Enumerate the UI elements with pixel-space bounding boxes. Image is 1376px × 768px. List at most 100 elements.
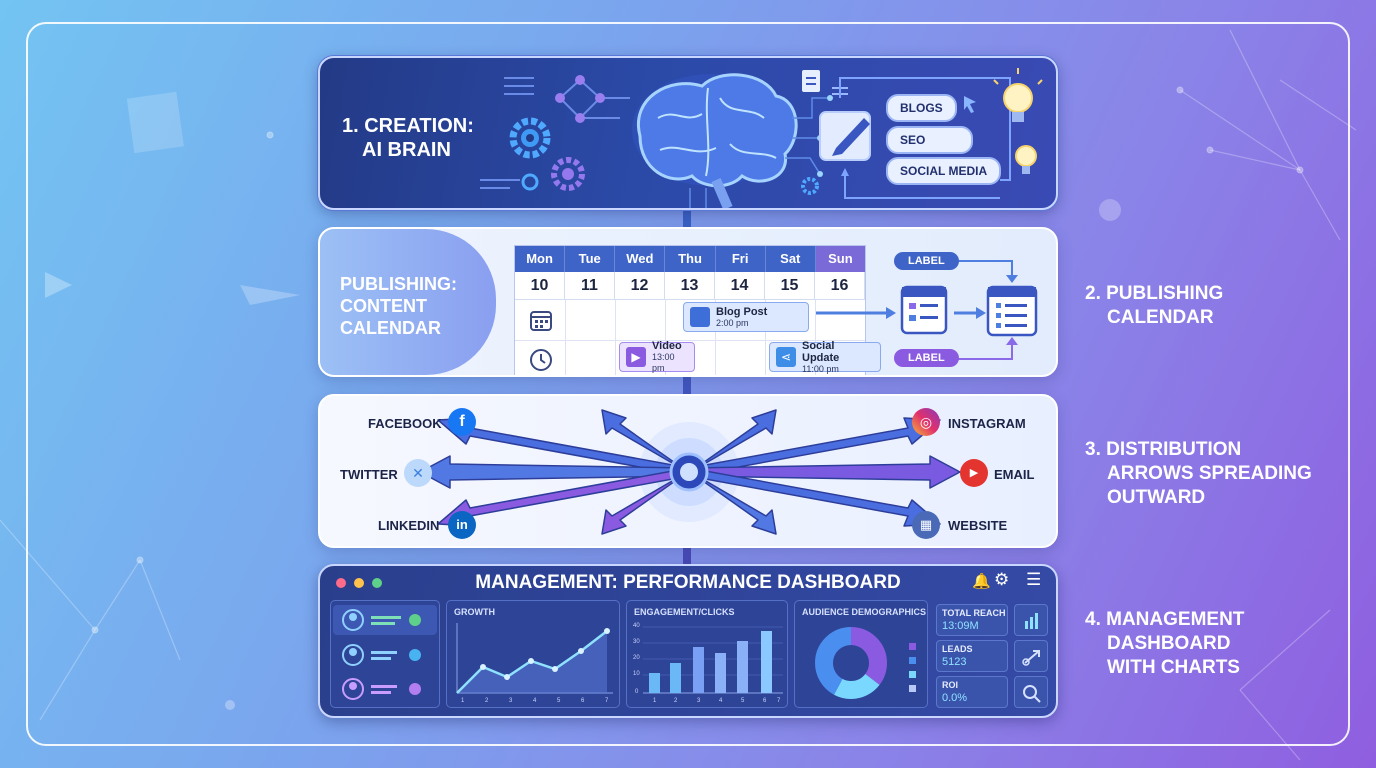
- growth-xtick: 5: [557, 698, 561, 704]
- gear-icon: [551, 157, 585, 191]
- bar-chart-tool-button[interactable]: [1014, 604, 1048, 636]
- user-list: [333, 605, 437, 700]
- linkedin-icon: in: [448, 511, 476, 539]
- weekday-mon: Mon: [515, 246, 566, 272]
- channel-twitter-label: TWITTER: [340, 467, 398, 482]
- share-icon: [1022, 650, 1040, 666]
- facebook-icon: f: [448, 408, 476, 436]
- growth-xtick: 2: [485, 698, 489, 704]
- output-pill-seo: SEO: [886, 126, 974, 154]
- engagement-xtick: 5: [741, 698, 745, 704]
- stat-leads: LEADS 5123: [936, 640, 1008, 672]
- creation-title: 1. CREATION: AI BRAIN: [342, 115, 474, 161]
- channel-email-label: EMAIL: [994, 467, 1035, 482]
- demographics-title: AUDIENCE DEMOGRAPHICS: [802, 607, 927, 617]
- growth-xtick: 4: [533, 698, 537, 704]
- date-cell: 14: [715, 272, 765, 299]
- demographics-card: AUDIENCE DEMOGRAPHICS: [794, 600, 928, 708]
- website-icon: ▦: [912, 511, 940, 539]
- engagement-xtick: 3: [697, 698, 701, 704]
- bell-icon[interactable]: 🔔: [972, 573, 991, 590]
- window-dot-green: [372, 578, 382, 588]
- menu-icon[interactable]: ☰: [1026, 570, 1042, 589]
- date-cell: 11: [565, 272, 615, 299]
- growth-xtick: 7: [605, 698, 609, 704]
- lightbulb-icon: [993, 68, 1043, 122]
- channel-instagram-label: INSTAGRAM: [948, 416, 1026, 431]
- engagement-xtick: 1: [653, 698, 657, 704]
- calendar-icon: [986, 285, 1038, 337]
- avatar: [342, 609, 364, 631]
- calendar-weekdays: Mon Tue Wed Thu Fri Sat Sun: [515, 246, 865, 272]
- gear-icon[interactable]: ⚙: [994, 570, 1010, 589]
- search-icon: [1023, 685, 1041, 703]
- share-tool-button[interactable]: [1014, 640, 1048, 672]
- channel-website-label: WEBSITE: [948, 518, 1008, 533]
- gear-icon: [801, 177, 819, 195]
- engagement-xtick: 2: [674, 698, 678, 704]
- clock-icon: [530, 349, 552, 371]
- avatar: [342, 678, 364, 700]
- date-cell: 10: [515, 272, 565, 299]
- engagement-xtick: 4: [719, 698, 723, 704]
- publishing-title: PUBLISHING: CONTENT CALENDAR: [340, 274, 457, 338]
- cursor-icon: [964, 96, 976, 113]
- engagement-ytick: 30: [633, 639, 640, 645]
- stat-total-reach: TOTAL REACH 13:09M: [936, 604, 1008, 636]
- engagement-chart-card: ENGAGEMENT/CLICKS 40 30 20 10 0 1 2 3 4 …: [626, 600, 788, 708]
- gear-icon: [509, 117, 551, 159]
- growth-chart-card: GROWTH 1 2 3 4 5 6 7: [446, 600, 620, 708]
- publishing-panel: PUBLISHING: CONTENT CALENDAR Mon Tue Wed…: [318, 227, 1058, 377]
- document-icon: [802, 70, 820, 92]
- event-social-update[interactable]: ⋖ Social Update 11:00 pm: [769, 340, 881, 374]
- weekday-sat: Sat: [766, 246, 816, 272]
- output-pill-blogs: BLOGS: [886, 94, 957, 122]
- event-blog-post[interactable]: Blog Post 2:00 pm: [683, 302, 809, 332]
- user-list-card: [330, 600, 440, 708]
- engagement-title: ENGAGEMENT/CLICKS: [634, 607, 735, 617]
- channel-linkedin-label: LINKEDIN: [378, 518, 440, 533]
- share-icon: ⋖: [776, 347, 796, 367]
- demographics-donut: [815, 627, 916, 699]
- growth-xtick: 3: [509, 698, 513, 704]
- growth-title: GROWTH: [454, 607, 495, 617]
- weekday-thu: Thu: [665, 246, 716, 272]
- engagement-xtick: 7: [777, 698, 781, 704]
- event-video[interactable]: ▶ Video 13:00 pm: [619, 340, 695, 373]
- channel-facebook-label: FACEBOOK: [368, 416, 442, 431]
- calendar-icon: [900, 285, 948, 335]
- gear-icon: [521, 173, 539, 191]
- twitter-icon: ✕: [404, 459, 432, 487]
- side-label-distribution: 3. DISTRIBUTION ARROWS SPREADING OUTWARD: [1085, 439, 1312, 508]
- growth-xtick: 6: [581, 698, 585, 704]
- engagement-ytick: 0: [635, 689, 639, 695]
- weekday-wed: Wed: [615, 246, 666, 272]
- stat-roi: ROI 0.0%: [936, 676, 1008, 708]
- connector-spine: [683, 205, 691, 565]
- engagement-ytick: 10: [633, 671, 640, 677]
- instagram-icon: ◎: [912, 408, 940, 436]
- document-icon: [690, 307, 710, 327]
- ai-brain-icon: [632, 73, 798, 208]
- publishing-flow: [816, 260, 1038, 360]
- growth-xtick: 1: [461, 698, 465, 704]
- weekday-sun: Sun: [815, 246, 865, 272]
- distribution-arrows: [419, 409, 961, 535]
- pen-icon: [819, 111, 871, 161]
- outer-frame: [26, 22, 1350, 746]
- email-icon: ▶: [960, 459, 988, 487]
- management-panel: MANAGEMENT: PERFORMANCE DASHBOARD 🔔 ⚙ ☰ …: [318, 564, 1058, 718]
- date-cell: 15: [765, 272, 815, 299]
- publishing-banner: PUBLISHING: CONTENT CALENDAR: [320, 229, 496, 375]
- lightbulb-icon: [1015, 145, 1037, 174]
- dashboard-title: MANAGEMENT: PERFORMANCE DASHBOARD: [475, 572, 901, 593]
- engagement-ytick: 40: [633, 623, 640, 629]
- flow-label-top: LABEL: [894, 252, 959, 270]
- output-pill-social-media: SOCIAL MEDIA: [886, 157, 1002, 185]
- calendar-grid: [515, 300, 865, 375]
- engagement-ytick: 20: [633, 655, 640, 661]
- calendar-dates: 10 11 12 13 14 15 16: [515, 272, 865, 300]
- search-tool-button[interactable]: [1014, 676, 1048, 708]
- side-label-publishing: 2. PUBLISHING CALENDAR: [1085, 283, 1224, 328]
